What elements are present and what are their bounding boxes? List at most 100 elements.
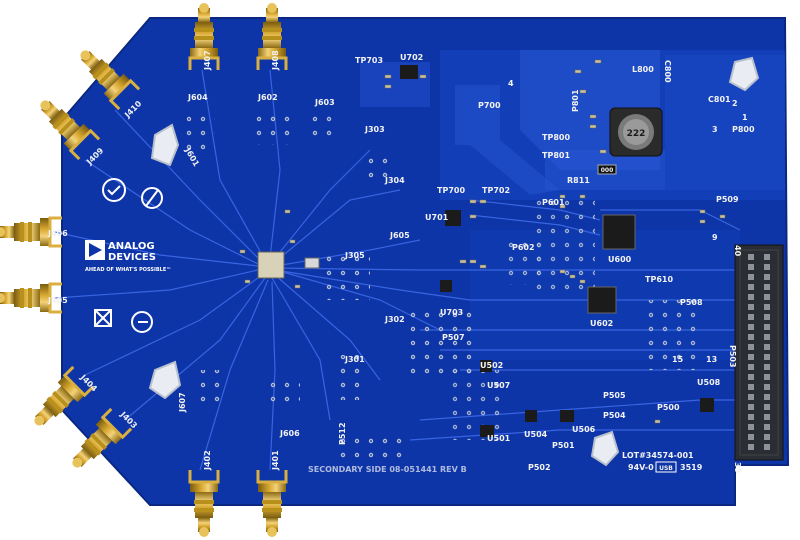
header-pin	[764, 414, 770, 420]
header-pin	[748, 344, 754, 350]
svg-text:000: 000	[601, 167, 614, 174]
label-j302: J302	[384, 315, 405, 324]
header-pin	[764, 394, 770, 400]
label-j301: J301	[344, 355, 365, 364]
label-j407: J407	[203, 50, 212, 71]
rating-text: 94V-0	[628, 463, 654, 472]
header-pin	[748, 424, 754, 430]
mounting-hole-bottom-mid	[590, 430, 620, 467]
label-p601: P601	[542, 198, 565, 207]
header-pin	[748, 434, 754, 440]
header-pin	[764, 364, 770, 370]
header-pin	[764, 404, 770, 410]
label-u504: U504	[524, 430, 548, 439]
label-j607: J607	[178, 392, 187, 413]
header-pin	[748, 274, 754, 280]
pin-1: 1	[742, 113, 748, 122]
ic-u508	[700, 398, 714, 412]
header-pin	[764, 344, 770, 350]
ic-u702	[400, 65, 418, 79]
sma-connector	[188, 470, 220, 537]
label-u600: U600	[608, 255, 632, 264]
analog-devices-logo: ANALOG DEVICES AHEAD OF WHAT'S POSSIBLE™	[85, 240, 171, 273]
label-j604: J604	[187, 93, 208, 102]
ic-u504	[525, 410, 537, 422]
pin-9: 9	[712, 233, 718, 242]
label-p507: P507	[442, 333, 465, 342]
label-j303: J303	[364, 125, 385, 134]
header-pin	[748, 374, 754, 380]
label-u501: U501	[487, 434, 511, 443]
brand-tagline: AHEAD OF WHAT'S POSSIBLE™	[85, 267, 171, 273]
label-j603: J603	[314, 98, 335, 107]
label-u502: U502	[480, 361, 503, 370]
mounting-hole-top-left	[150, 123, 180, 167]
header-pin	[748, 404, 754, 410]
label-p700: P700	[478, 101, 501, 110]
header-pin	[764, 324, 770, 330]
header-pin	[748, 334, 754, 340]
secondary-side-label: SECONDARY SIDE 08-051441 REV B	[308, 465, 467, 474]
label-u703: U703	[440, 308, 463, 317]
label-c800: C800	[663, 60, 672, 83]
label-r811: R811	[567, 176, 590, 185]
pin-13: 13	[706, 355, 717, 364]
label-u702: U702	[400, 53, 423, 62]
sma-connector	[34, 365, 95, 426]
ic-u506	[560, 410, 574, 422]
header-pin	[764, 354, 770, 360]
label-tp700: TP700	[437, 186, 465, 195]
header-pin	[764, 384, 770, 390]
label-tp703: TP703	[355, 56, 383, 65]
header-pin	[748, 384, 754, 390]
sma-connector	[40, 100, 101, 161]
pin-15: 15	[672, 355, 684, 364]
header-pin	[764, 444, 770, 450]
mounting-hole-right	[728, 56, 760, 92]
header-pin	[764, 334, 770, 340]
label-p800: P800	[732, 125, 755, 134]
label-j305: J305	[344, 251, 365, 260]
mounting-hole-bottom-left	[148, 360, 182, 400]
inductor-marking: 222	[627, 129, 646, 139]
brand-line-2: DEVICES	[108, 252, 156, 263]
compliance-marks	[94, 178, 163, 333]
label-p801: P801	[571, 89, 580, 112]
ic-u703	[440, 280, 452, 292]
label-tp800: TP800	[542, 133, 570, 142]
lot-number: LOT#34574-001	[622, 451, 694, 460]
header-pin	[748, 314, 754, 320]
sma-connector	[188, 3, 220, 70]
ic-u502	[480, 360, 492, 372]
pin-number-labels: 1 2 3 4 9 13 15 40 39	[508, 79, 748, 474]
header-pin	[764, 254, 770, 260]
label-j406: J406	[47, 229, 68, 238]
pin-39: 39	[733, 462, 742, 474]
header-pin	[748, 324, 754, 330]
label-p503: P503	[728, 345, 737, 368]
label-p504: P504	[603, 411, 626, 420]
label-tp702: TP702	[482, 186, 510, 195]
label-p500: P500	[657, 403, 680, 412]
header-pin	[748, 364, 754, 370]
label-p602: P602	[512, 243, 535, 252]
label-p502: P502	[528, 463, 551, 472]
header-pin	[748, 254, 754, 260]
header-pin	[748, 354, 754, 360]
label-p509: P509	[716, 195, 739, 204]
power-labels: TP703 U702 P700 L800 C800 C801 P800 TP80…	[355, 53, 755, 185]
brand-line-1: ANALOG	[108, 241, 155, 252]
label-u701: U701	[425, 213, 449, 222]
header-pin	[748, 394, 754, 400]
rating-mark: USB	[659, 465, 673, 472]
header-pin	[748, 304, 754, 310]
pin-40: 40	[733, 245, 742, 257]
sma-connector	[256, 3, 288, 70]
label-u506: U506	[572, 425, 596, 434]
label-u602: U602	[590, 319, 613, 328]
header-pin	[764, 314, 770, 320]
header-pin	[748, 444, 754, 450]
label-p512: P512	[338, 422, 347, 445]
header-pin	[764, 374, 770, 380]
